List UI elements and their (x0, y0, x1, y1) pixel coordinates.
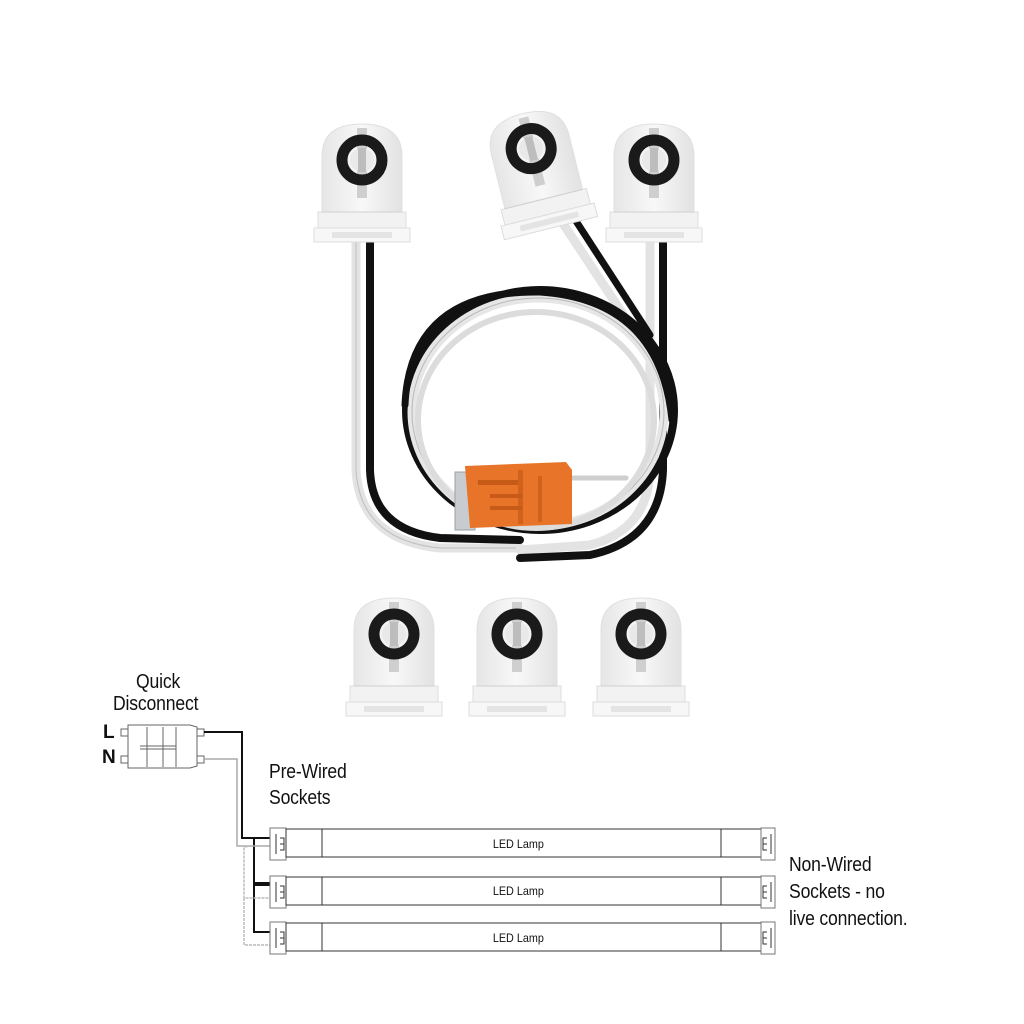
wired-socket-3 (606, 124, 702, 242)
quick-disconnect-label-line1: Quick (136, 671, 181, 693)
loose-socket-1 (346, 598, 442, 716)
lamp-row-1 (269, 827, 776, 861)
lamp-row-2 (269, 875, 776, 909)
wiring-diagram (120, 724, 776, 955)
loose-socket-3 (593, 598, 689, 716)
terminal-n-label: N (102, 747, 116, 768)
loose-socket-2 (469, 598, 565, 716)
prewired-sockets-label-line1: Pre-Wired (269, 761, 347, 783)
quick-disconnect-symbol (120, 724, 205, 769)
lamp-row-3 (269, 921, 776, 955)
terminal-l-label: L (103, 722, 115, 743)
lamp-label-1: LED Lamp (492, 837, 544, 851)
nonwired-sockets-label-line2: Sockets - no (789, 881, 885, 903)
quick-disconnect-label-line2: Disconnect (113, 693, 199, 715)
nonwired-sockets-label-line1: Non-Wired (789, 854, 872, 876)
wired-socket-1 (314, 124, 410, 242)
quick-disconnect-connector-photo (454, 462, 572, 531)
lamp-label-3: LED Lamp (492, 931, 544, 945)
nonwired-sockets-label-line3: live connection. (789, 908, 908, 930)
lamp-label-2: LED Lamp (492, 884, 544, 898)
prewired-sockets-label-line2: Sockets (269, 787, 331, 809)
wired-socket-2 (476, 102, 598, 240)
